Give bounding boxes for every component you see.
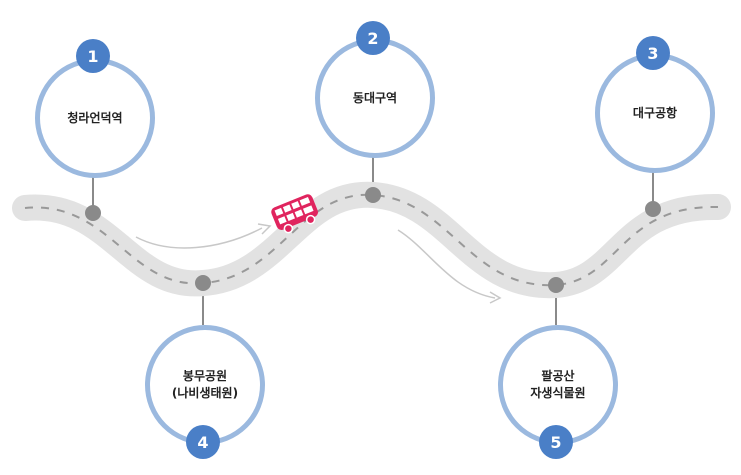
stop-2-dot <box>365 187 381 203</box>
stop-5-name: 팔공산 자생식물원 <box>530 369 586 400</box>
stop-3-circle: 대구공항 <box>595 53 715 173</box>
stop-5-circle: 팔공산 자생식물원 <box>498 325 618 445</box>
stop-2-name: 동대구역 <box>352 90 398 105</box>
stop-4-name: 봉무공원 (나비생태원) <box>171 369 239 400</box>
direction-arrow-1 <box>135 227 263 249</box>
stop-4-number-badge: 4 <box>186 425 220 459</box>
stop-3-dot <box>645 201 661 217</box>
stop-2-number-badge: 2 <box>356 21 390 55</box>
stop-3-number-badge: 3 <box>636 36 670 70</box>
road-center-dashes <box>24 193 719 287</box>
stop-1-circle: 청라언덕역 <box>35 58 155 178</box>
double-decker-bus-icon <box>271 194 319 234</box>
stop-1-name: 청라언덕역 <box>67 110 123 125</box>
stop-2-circle: 동대구역 <box>315 38 435 158</box>
road-band <box>12 181 731 299</box>
direction-arrow-1-head <box>257 223 272 235</box>
stop-1-dot <box>85 205 101 221</box>
stop-5-number-badge: 5 <box>539 425 573 459</box>
stop-4-dot <box>195 275 211 291</box>
direction-arrow-2-head <box>489 291 502 304</box>
stop-1-number-badge: 1 <box>76 39 110 73</box>
direction-arrow-2 <box>397 229 496 299</box>
stop-5-dot <box>548 277 564 293</box>
stop-3-name: 대구공항 <box>632 105 678 120</box>
